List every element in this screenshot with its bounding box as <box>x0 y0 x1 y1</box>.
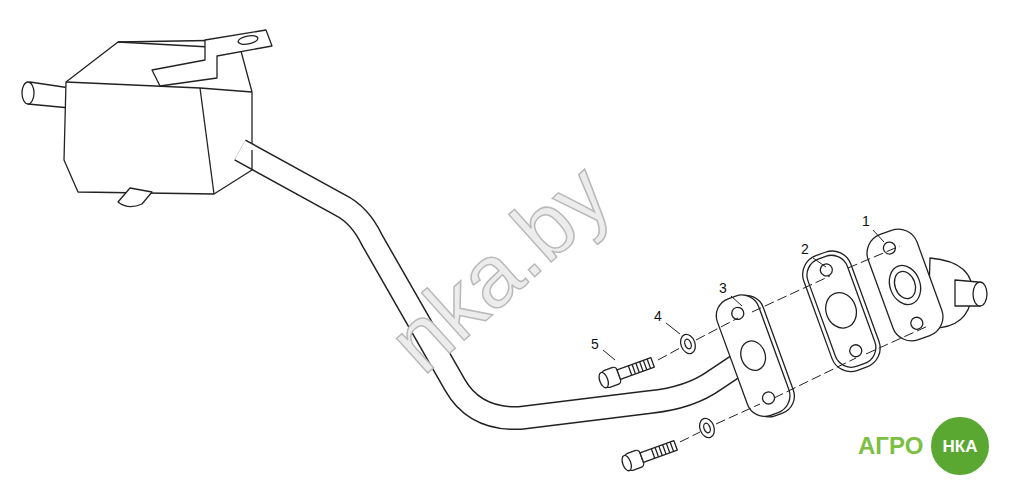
callout-number: 5 <box>591 337 599 351</box>
watermark: nka.by <box>374 149 626 388</box>
callout-number: 2 <box>801 242 809 256</box>
callout-number: 1 <box>862 214 870 228</box>
logo-text: АГРО <box>858 434 923 458</box>
callout-number: 3 <box>719 281 727 295</box>
logo-text: НКА <box>943 438 978 455</box>
callout-number: 4 <box>654 309 662 323</box>
